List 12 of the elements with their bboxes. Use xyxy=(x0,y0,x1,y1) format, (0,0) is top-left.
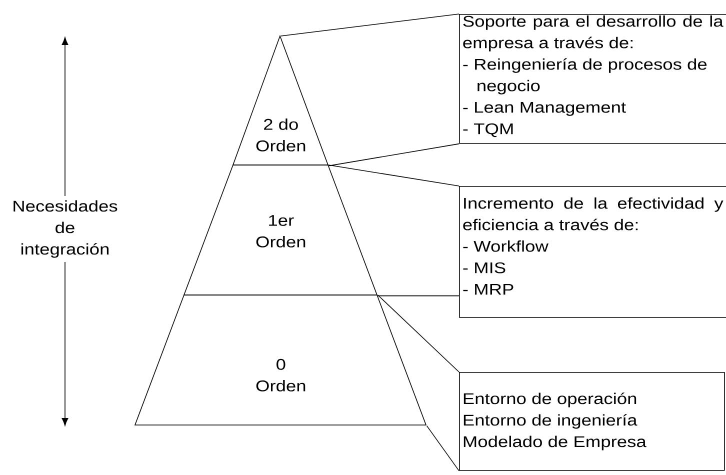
pyramid-level: 1er Orden xyxy=(183,164,378,296)
leader-line xyxy=(280,14,460,36)
leader-line xyxy=(377,294,460,372)
axis-label: Necesidades de integración xyxy=(14,200,118,258)
text-box: Entorno de operación Entorno de ingeniería Modelado de Empresa xyxy=(459,372,725,471)
leader-line xyxy=(328,143,460,166)
pyramid-level: 0 Orden xyxy=(134,294,427,426)
text-box: Incremento de la efectividad y eficiencia a través de: - Workflow - MIS - MRP xyxy=(459,186,726,318)
text-box: Soporte para el desarrollo de la empresa a través de: - Reingeniería de procesos de negocio - Lean Management - TQM xyxy=(459,14,726,144)
leader-line xyxy=(328,164,460,186)
leader-line xyxy=(377,295,460,296)
leader-line xyxy=(426,425,460,472)
